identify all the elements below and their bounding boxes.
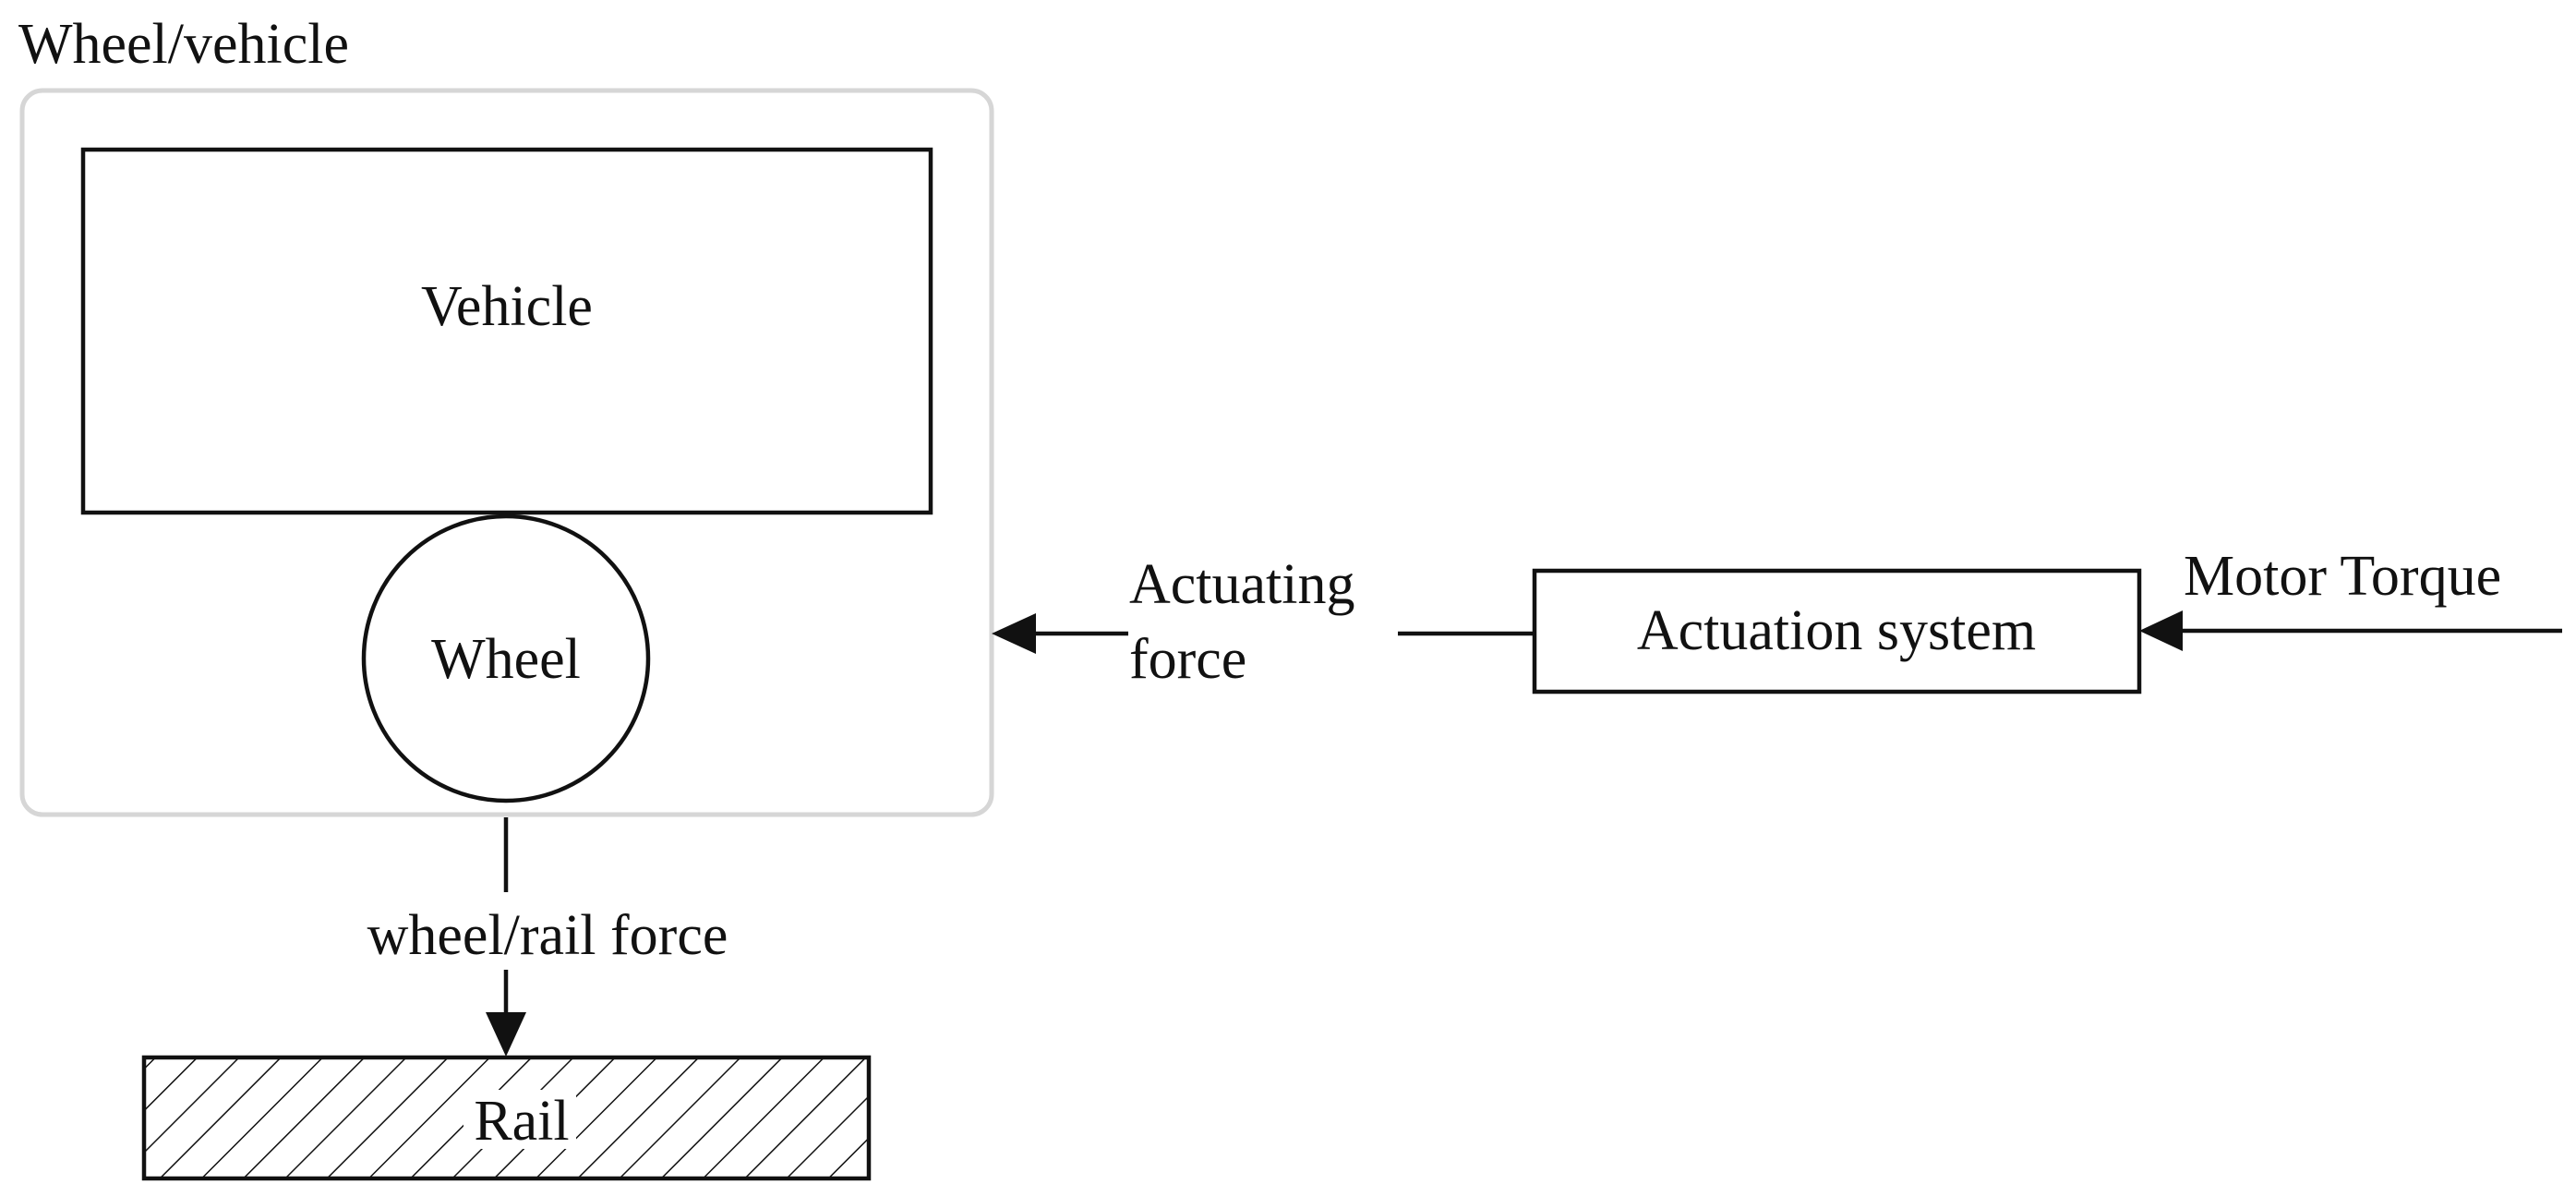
actuating-force-arrowhead bbox=[992, 613, 1036, 654]
rail-label: Rail bbox=[474, 1090, 569, 1153]
wheel-label: Wheel bbox=[431, 628, 581, 691]
rail-label-backdrop bbox=[463, 1090, 576, 1149]
group-title: Wheel/vehicle bbox=[18, 13, 349, 76]
actuation-system-label: Actuation system bbox=[1637, 599, 2036, 662]
motor-torque-arrowhead bbox=[2139, 610, 2183, 651]
wheel-circle bbox=[361, 513, 651, 803]
vehicle-label: Vehicle bbox=[421, 275, 593, 338]
motor-torque-label: Motor Torque bbox=[2184, 545, 2501, 608]
vehicle-block bbox=[80, 147, 933, 515]
actuation-system-block bbox=[1532, 568, 2142, 695]
actuating-force-label-line1: Actuating bbox=[1129, 553, 1355, 616]
wheel-rail-force-label: wheel/rail force bbox=[367, 904, 728, 967]
wheel-vehicle-group-box bbox=[19, 88, 994, 817]
actuating-force-label-line2: force bbox=[1129, 628, 1246, 691]
wheel-rail-force-arrowhead bbox=[486, 1012, 526, 1057]
